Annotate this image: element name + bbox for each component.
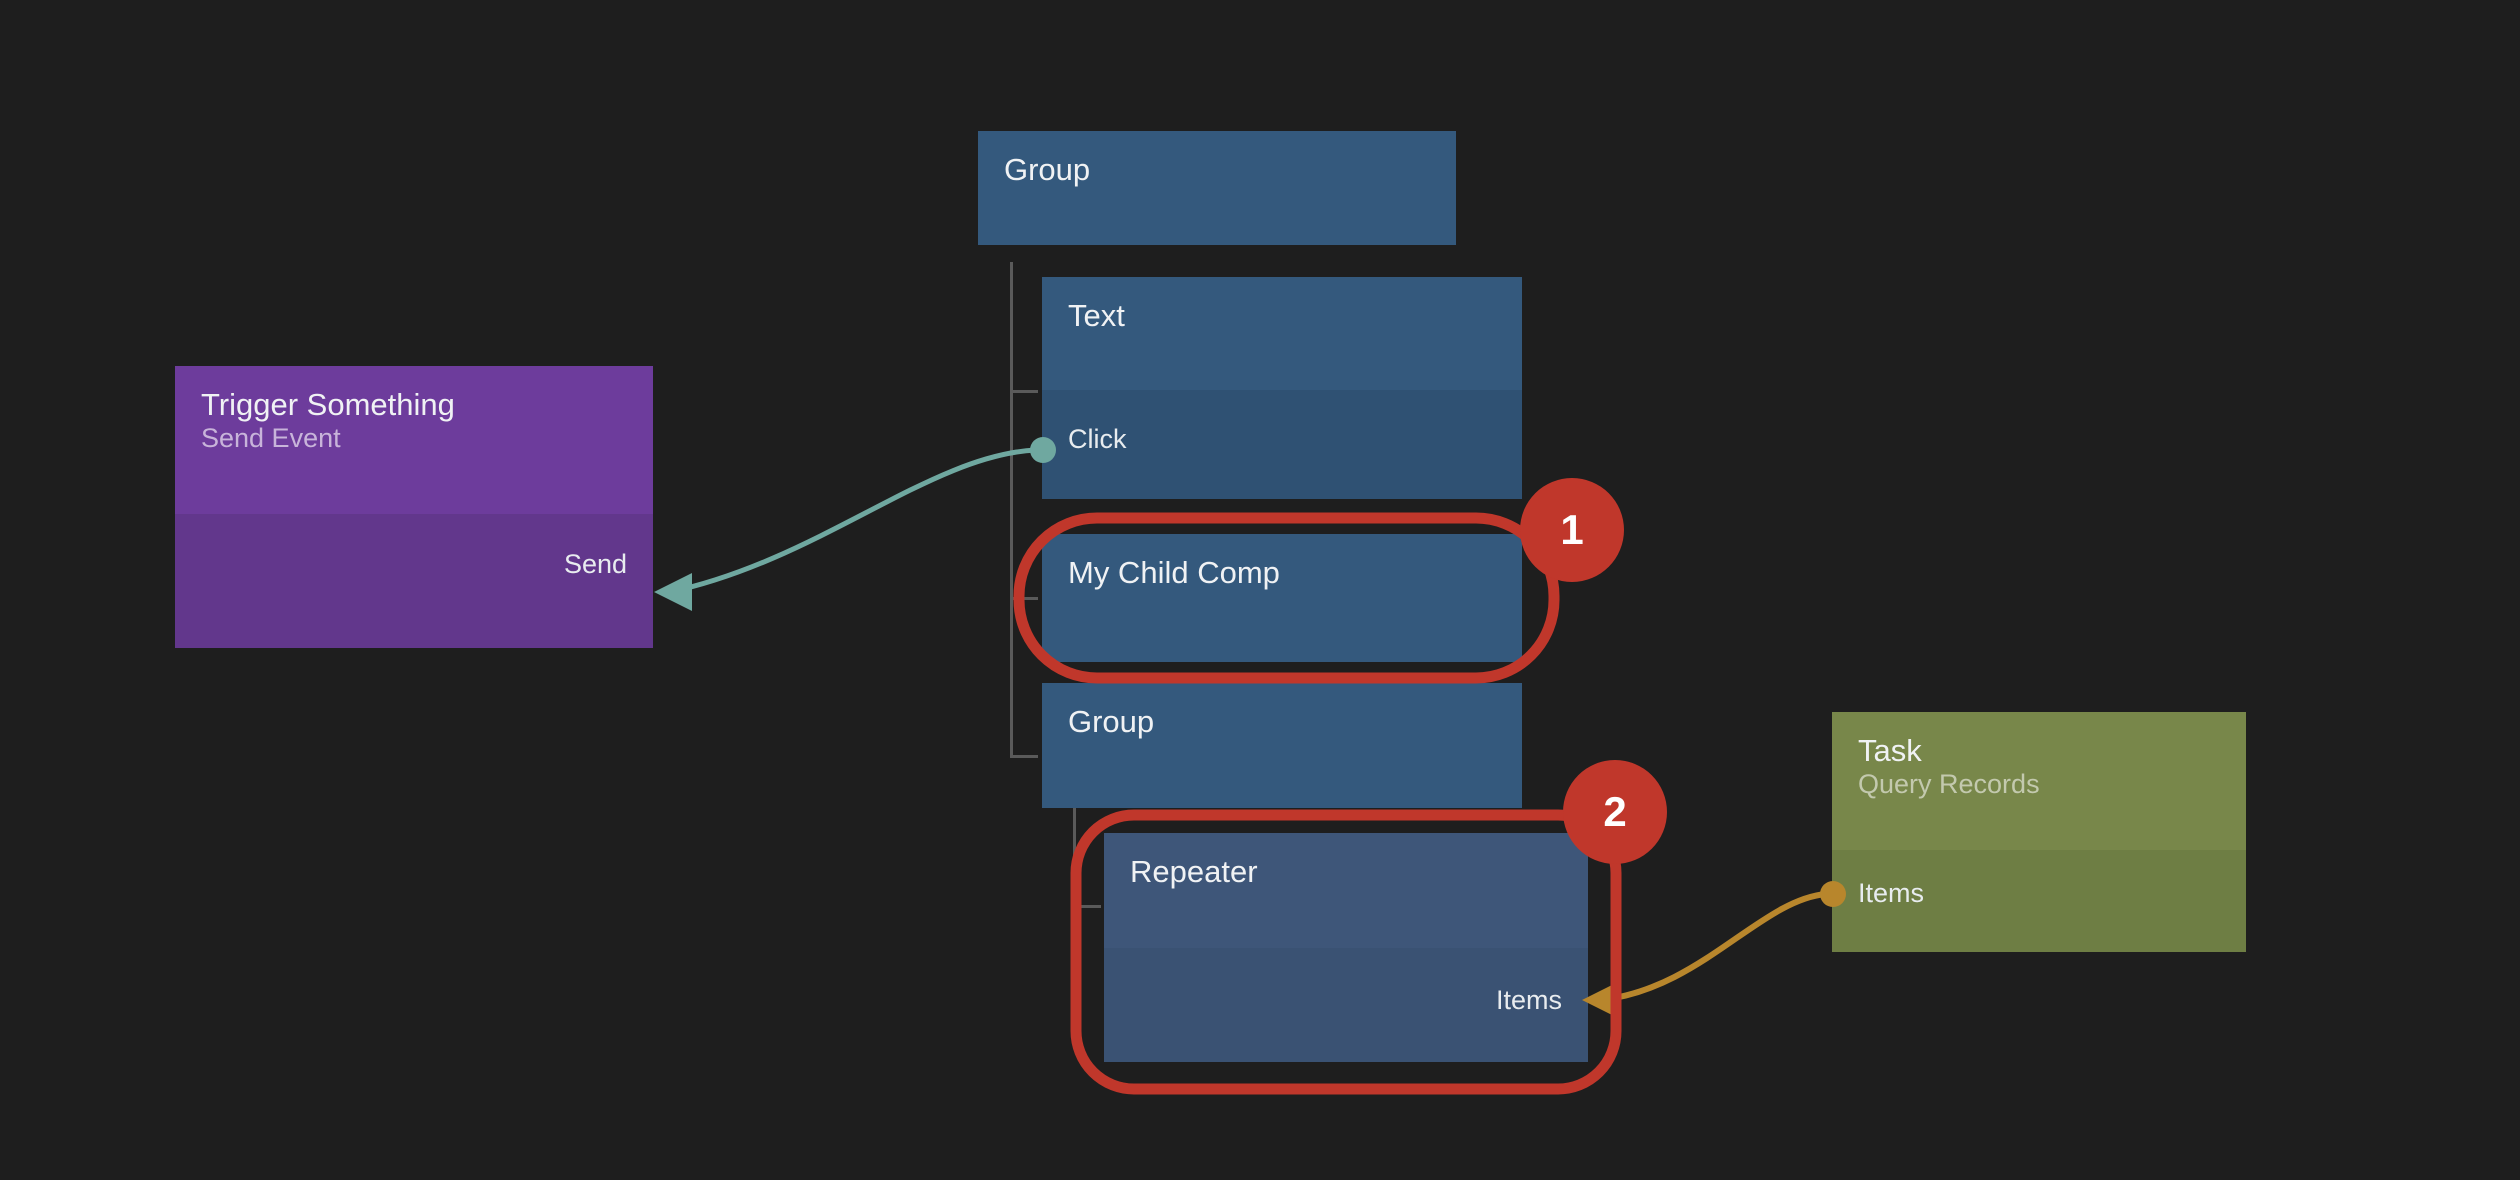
my-child-comp-title: My Child Comp — [1068, 555, 1280, 590]
task-items-port-dot[interactable] — [1820, 881, 1846, 907]
text-node-body: Click — [1042, 390, 1522, 499]
trigger-something-header: Trigger Something Send Event — [175, 366, 653, 514]
task-header: Task Query Records — [1832, 712, 2246, 850]
root-group-header: Group — [978, 131, 1456, 245]
child-group-title: Group — [1068, 704, 1155, 739]
annotation-badge-1[interactable]: 1 — [1520, 478, 1624, 582]
annotation-outline-1 — [1013, 512, 1560, 684]
task-node[interactable]: Task Query Records Items — [1832, 712, 2246, 952]
annotation-badge-2[interactable]: 2 — [1563, 760, 1667, 864]
tree-guide-vertical-root — [1010, 262, 1013, 758]
trigger-port-send[interactable]: Send — [563, 549, 627, 579]
trigger-something-body: Send — [175, 514, 653, 648]
text-node[interactable]: Text Click — [1042, 277, 1522, 499]
tree-guide-stub-text — [1010, 390, 1038, 393]
annotation-badge-2-label: 2 — [1603, 788, 1627, 835]
tree-guide-stub-group — [1010, 755, 1038, 758]
text-node-header: Text — [1042, 277, 1522, 390]
root-group-title: Group — [1004, 152, 1091, 187]
annotation-outline-2 — [1070, 809, 1622, 1095]
task-subtitle: Query Records — [1858, 768, 2040, 799]
trigger-something-node[interactable]: Trigger Something Send Event Send — [175, 366, 653, 648]
task-title: Task — [1858, 733, 1922, 768]
root-group-node[interactable]: Group — [978, 131, 1456, 245]
link-click-to-send — [669, 447, 1037, 595]
trigger-something-title: Trigger Something — [201, 387, 455, 422]
text-node-port-click[interactable]: Click — [1068, 424, 1127, 454]
task-port-items[interactable]: Items — [1858, 878, 1925, 908]
my-child-comp-header: My Child Comp — [1042, 534, 1522, 662]
child-group-header: Group — [1042, 683, 1522, 808]
text-node-title: Text — [1068, 298, 1125, 333]
repeater-header: Repeater — [1104, 833, 1588, 948]
repeater-node[interactable]: Repeater Items — [1104, 833, 1588, 1062]
repeater-title: Repeater — [1130, 854, 1258, 889]
tree-guide-stub-repeater — [1073, 905, 1101, 908]
child-group-node[interactable]: Group — [1042, 683, 1522, 808]
repeater-body: Items — [1104, 948, 1588, 1062]
task-body: Items — [1832, 850, 2246, 952]
repeater-port-items[interactable]: Items — [1495, 985, 1562, 1015]
my-child-comp-node[interactable]: My Child Comp — [1042, 534, 1522, 662]
link-items-to-items — [1599, 891, 1827, 1003]
link-click-to-send-arrowhead — [654, 573, 692, 611]
annotation-badge-1-label: 1 — [1560, 506, 1584, 553]
text-node-click-port-dot[interactable] — [1030, 437, 1056, 463]
trigger-something-subtitle: Send Event — [201, 422, 341, 453]
